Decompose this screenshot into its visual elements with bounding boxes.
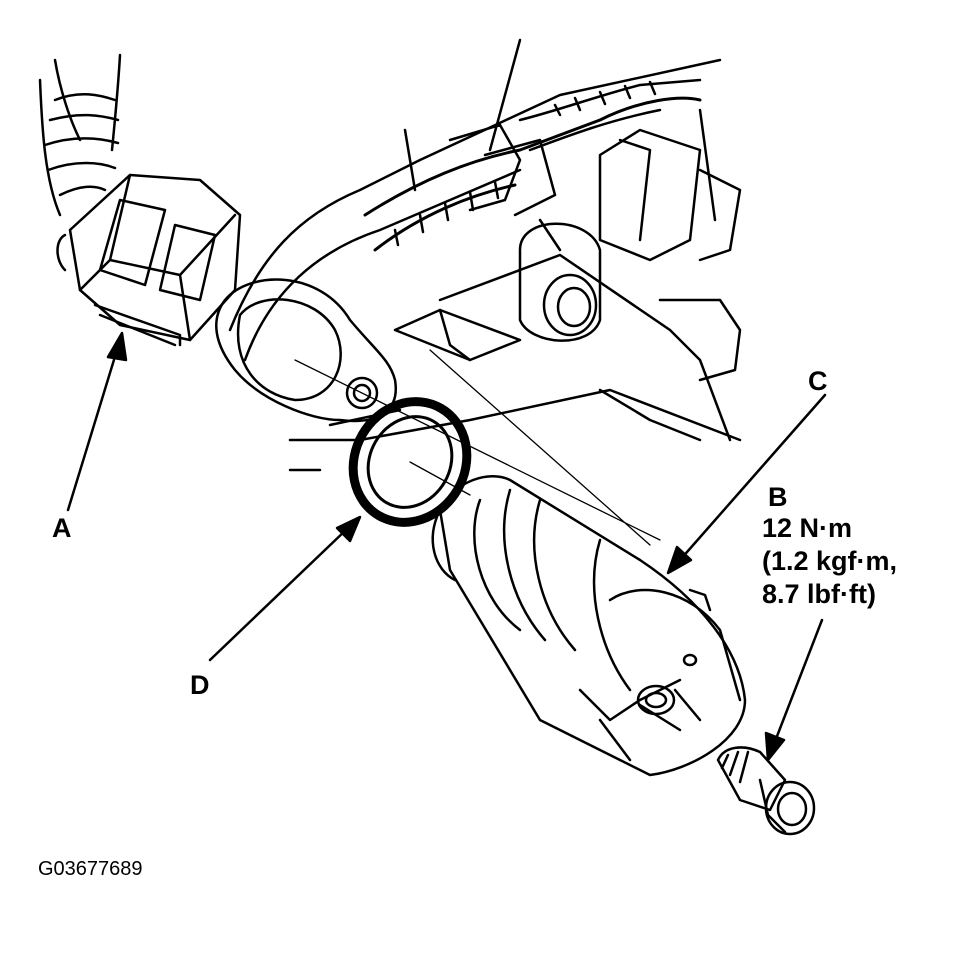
callout-b: B [768, 482, 788, 512]
callout-d: D [190, 670, 210, 700]
torque-lbfft: 8.7 lbf·ft) [762, 579, 876, 609]
bolt-b-illustration [716, 746, 816, 836]
callout-a: A [52, 513, 72, 543]
leader-arrows [66, 331, 827, 762]
callout-c: C [808, 366, 828, 396]
wire-harness [363, 78, 702, 252]
torque-nm: 12 N·m [762, 513, 853, 543]
housing [228, 38, 742, 472]
centerlines [294, 349, 661, 546]
figure-id: G03677689 [38, 858, 143, 880]
torque-spec: 12 N·m (1.2 kgf·m, 8.7 lbf·ft) [762, 512, 897, 611]
torque-kgfm: (1.2 kgf·m, [762, 546, 898, 576]
connector-a-illustration [38, 53, 242, 347]
sensor-c-illustration [431, 475, 747, 777]
